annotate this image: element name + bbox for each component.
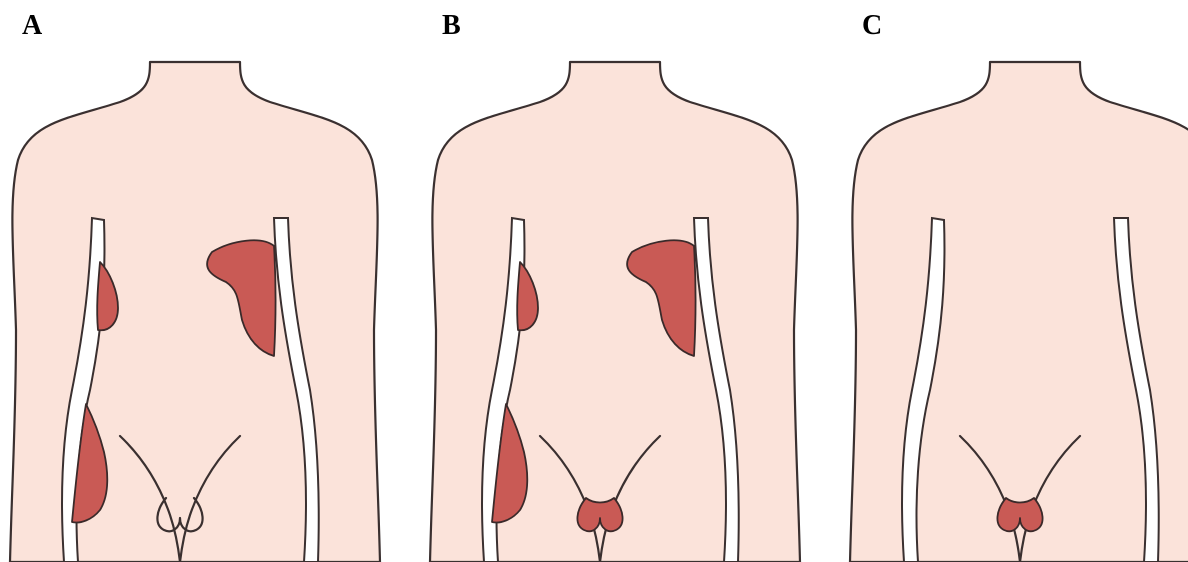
body-figure bbox=[0, 0, 396, 562]
body-figure bbox=[420, 0, 816, 562]
panel-a: A bbox=[0, 0, 396, 562]
body-figure bbox=[840, 0, 1188, 562]
torso-outline bbox=[850, 62, 1188, 562]
panel-c: C bbox=[840, 0, 1188, 562]
panel-b: B bbox=[420, 0, 816, 562]
